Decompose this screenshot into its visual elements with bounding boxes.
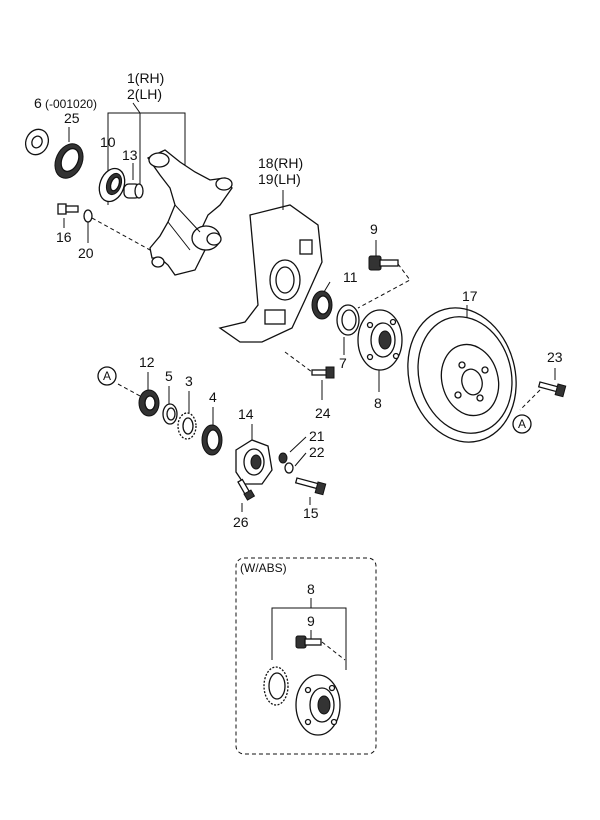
label-15: 15 xyxy=(303,505,319,521)
part-14-hub-body xyxy=(235,439,273,485)
part-8-hub xyxy=(357,309,403,371)
abs-part-8-hub xyxy=(295,674,341,736)
label-8: 8 xyxy=(374,395,382,411)
abs-inset-panel: (W/ABS) 8 9 xyxy=(235,557,377,755)
reference-marker-a-right: A xyxy=(512,414,532,434)
label-25: 25 xyxy=(64,110,80,126)
label-11: 11 xyxy=(343,269,358,285)
part-15-bolt xyxy=(294,477,327,496)
label-6: 6 xyxy=(34,95,42,111)
part-3-bearing xyxy=(177,412,197,440)
label-4: 4 xyxy=(209,389,217,405)
label-7: 7 xyxy=(339,355,347,371)
label-2-lh: 2(LH) xyxy=(127,86,162,102)
part-20-washer xyxy=(83,209,93,223)
part-13-bushing xyxy=(123,183,144,199)
part-17-brake-disc xyxy=(407,307,517,443)
part-12-nut xyxy=(138,389,160,417)
part-21-nut xyxy=(278,452,288,464)
label-21: 21 xyxy=(309,428,325,444)
label-18-rh: 18(RH) xyxy=(258,155,303,171)
label-24: 24 xyxy=(315,405,331,421)
label-23: 23 xyxy=(547,349,563,365)
label-26: 26 xyxy=(233,514,249,530)
part-26-bolt xyxy=(237,478,256,501)
part-18-19-dust-cover xyxy=(218,204,323,343)
part-16-bolt xyxy=(57,203,79,215)
label-20: 20 xyxy=(78,245,94,261)
part-4-race xyxy=(201,424,223,456)
part-10-bearing xyxy=(98,167,126,203)
label-9: 9 xyxy=(370,221,378,237)
abs-label-9: 9 xyxy=(307,613,315,629)
ref-a-right-text: A xyxy=(518,417,526,431)
abs-label-8: 8 xyxy=(307,581,315,597)
part-1-2-knuckle xyxy=(147,149,233,276)
label-6-note: (-001020) xyxy=(45,97,97,111)
part-5-ring xyxy=(162,403,178,425)
ref-a-left-text: A xyxy=(103,369,111,383)
label-13: 13 xyxy=(122,147,138,163)
part-11-bearing xyxy=(311,290,333,320)
label-3: 3 xyxy=(185,373,193,389)
label-19-lh: 19(LH) xyxy=(258,171,301,187)
reference-marker-a-left: A xyxy=(97,366,117,386)
part-9-hub-bolt xyxy=(368,255,399,271)
label-22: 22 xyxy=(309,444,325,460)
part-6-washer xyxy=(24,128,50,156)
label-12: 12 xyxy=(139,354,155,370)
label-16: 16 xyxy=(56,229,72,245)
abs-tone-ring xyxy=(263,666,289,706)
part-22-washer xyxy=(284,462,294,474)
part-7-seal xyxy=(336,304,360,336)
label-14: 14 xyxy=(238,406,254,422)
abs-inset-title: (W/ABS) xyxy=(240,561,287,575)
label-5: 5 xyxy=(165,368,173,384)
part-25-seal xyxy=(54,143,84,179)
label-17: 17 xyxy=(462,288,478,304)
part-23-bolt xyxy=(537,381,567,398)
label-1-rh: 1(RH) xyxy=(127,70,164,86)
abs-part-9-bolt xyxy=(295,635,322,649)
part-24-bolt xyxy=(311,366,335,379)
